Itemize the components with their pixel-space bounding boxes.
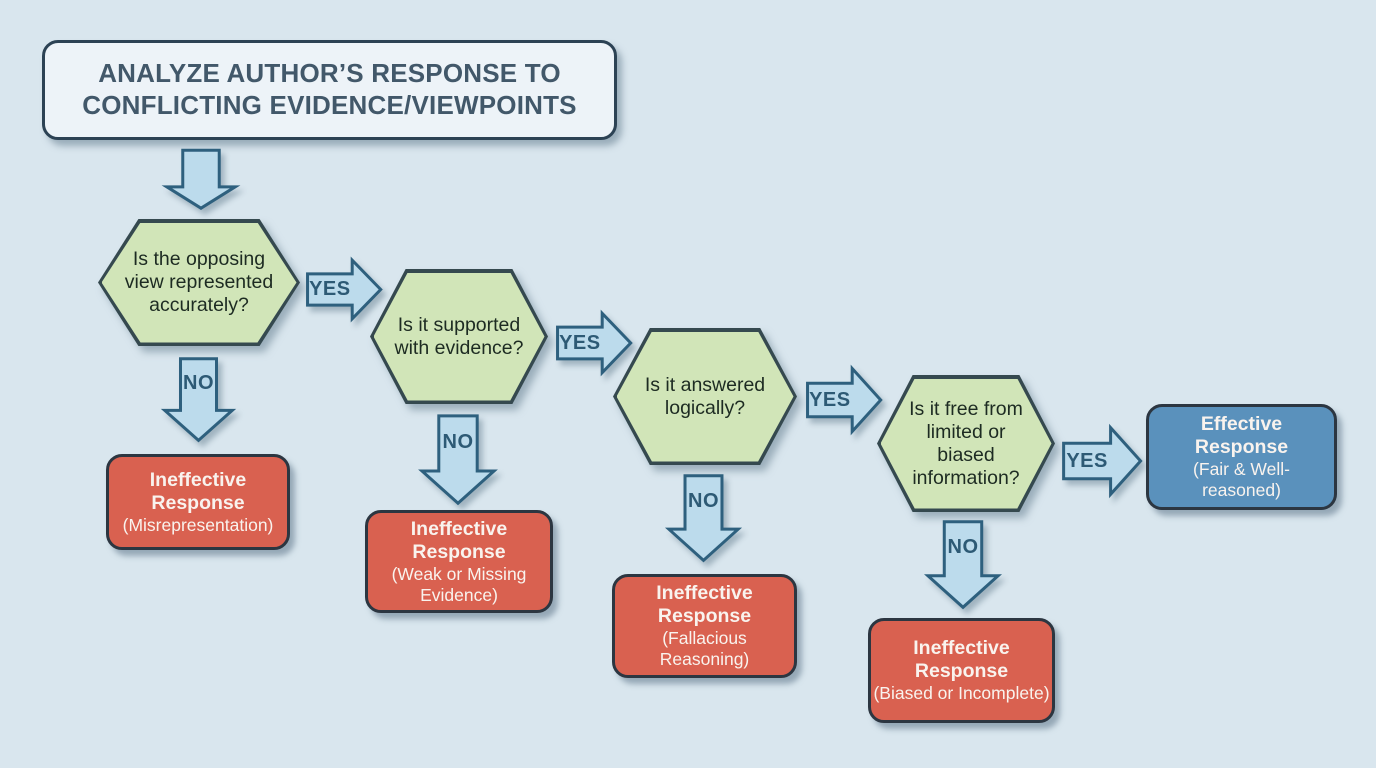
hex-fill <box>880 378 1052 509</box>
arrow-down-icon <box>163 149 239 210</box>
arrow-right-icon <box>306 257 383 322</box>
question-hex-4: Is it free from limited or biased inform… <box>877 375 1055 512</box>
outcome-fallacious-reasoning: Ineffective Response (Fallacious Reasoni… <box>612 574 797 678</box>
outcome-title: Ineffective Response <box>913 637 1010 683</box>
outcome-subtitle: (Weak or Missing Evidence) <box>391 563 527 605</box>
no-label: NO <box>947 536 979 559</box>
start-arrow <box>163 149 239 210</box>
hex-fill <box>373 272 545 401</box>
no-arrow-4: NO <box>924 520 1002 610</box>
question-text-4: Is it free from limited or biased inform… <box>909 397 1023 489</box>
question-text-1: Is the opposing view represented accurat… <box>124 248 274 316</box>
arrow-right-icon <box>1062 424 1143 498</box>
yes-arrow-3: YES <box>806 365 883 435</box>
flowchart-title: ANALYZE AUTHOR’S RESPONSE TO CONFLICTING… <box>82 58 577 120</box>
arrow-down-icon <box>665 474 742 563</box>
yes-arrow-2: YES <box>556 310 633 376</box>
yes-label: YES <box>1066 449 1108 472</box>
question-hex-1: Is the opposing view represented accurat… <box>98 219 300 346</box>
question-text-2: Is it supported with evidence? <box>394 313 524 359</box>
hex-fill <box>616 331 794 462</box>
no-label: NO <box>688 490 719 513</box>
outcome-title: Ineffective Response <box>410 517 508 563</box>
question-text-3: Is it answered logically? <box>644 373 766 419</box>
outcome-subtitle: (Fallacious Reasoning) <box>659 628 750 669</box>
arrow-down-icon <box>418 414 498 506</box>
arrow-right-icon <box>556 310 633 376</box>
yes-arrow-4: YES <box>1062 424 1143 498</box>
no-arrow-2: NO <box>418 414 498 506</box>
outcome-subtitle: (Fair & Well-reasoned) <box>1193 459 1290 500</box>
arrow-down-icon <box>161 357 236 443</box>
arrow-down-icon <box>924 520 1002 610</box>
outcome-subtitle: (Misrepresentation) <box>122 514 274 535</box>
yes-label: YES <box>309 278 351 300</box>
outcome-misrepresentation: Ineffective Response (Misrepresentation) <box>106 454 290 550</box>
no-arrow-3: NO <box>665 474 742 563</box>
question-hex-2: Is it supported with evidence? <box>370 269 548 404</box>
no-label: NO <box>442 431 474 454</box>
outcome-biased-incomplete: Ineffective Response (Biased or Incomple… <box>868 618 1055 723</box>
outcome-subtitle: (Biased or Incomplete) <box>873 683 1050 704</box>
outcome-title: Ineffective Response <box>149 468 247 514</box>
question-hex-3: Is it answered logically? <box>613 328 797 465</box>
no-label: NO <box>183 372 214 395</box>
yes-arrow-1: YES <box>306 257 383 322</box>
hex-fill <box>101 222 297 343</box>
yes-label: YES <box>809 388 851 411</box>
no-arrow-1: NO <box>161 357 236 443</box>
outcome-weak-evidence: Ineffective Response (Weak or Missing Ev… <box>365 510 553 613</box>
yes-label: YES <box>559 331 601 354</box>
outcome-effective: Effective Response (Fair & Well-reasoned… <box>1146 404 1337 510</box>
outcome-title: Ineffective Response <box>656 582 753 628</box>
outcome-title: Effective Response <box>1194 413 1289 459</box>
arrow-right-icon <box>806 365 883 435</box>
title-box: ANALYZE AUTHOR’S RESPONSE TO CONFLICTING… <box>42 40 617 140</box>
